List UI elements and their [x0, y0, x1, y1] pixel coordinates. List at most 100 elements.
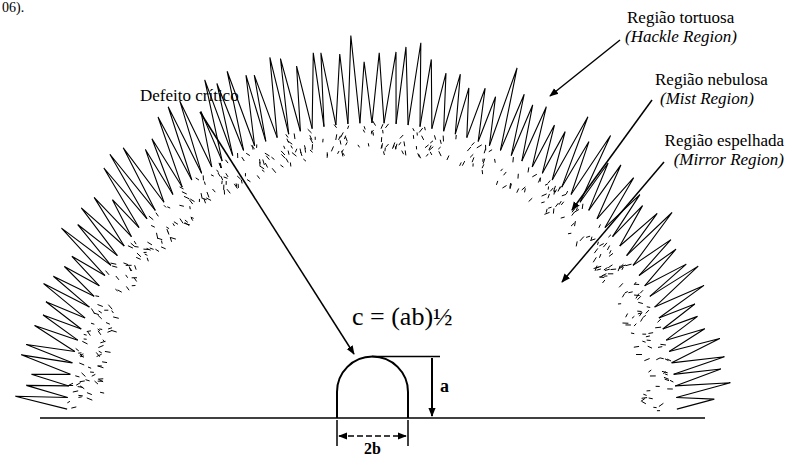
mist-mark [217, 170, 219, 173]
mist-mark [483, 159, 485, 164]
mist-mark [590, 239, 595, 241]
mist-mark [622, 293, 624, 297]
mist-mark [105, 351, 111, 353]
hackle-spike [26, 385, 69, 397]
hackle-spike [21, 355, 72, 375]
hackle-spike [620, 213, 657, 255]
region-label: (Mist Region) [660, 89, 754, 109]
mist-mark [399, 142, 401, 145]
mist-mark [134, 241, 136, 244]
mist-mark [386, 144, 389, 147]
mist-mark [642, 341, 645, 342]
mist-mark [310, 150, 313, 152]
mist-mark [294, 133, 296, 139]
mist-mark [312, 144, 313, 150]
flaw-label: Defeito crítico [140, 86, 239, 106]
hackle-spike [104, 168, 147, 228]
mist-mark [180, 219, 183, 224]
mist-mark [301, 152, 302, 156]
mist-mark [348, 126, 349, 129]
mist-mark [405, 150, 407, 155]
mist-mark [628, 291, 632, 293]
hackle-spike [227, 71, 254, 150]
hackle-spike [396, 47, 408, 125]
mist-mark [111, 263, 117, 264]
mist-mark [648, 346, 652, 348]
mist-mark [88, 332, 91, 336]
mist-mark [561, 202, 563, 205]
hackle-spike [297, 66, 313, 131]
mist-mark [555, 189, 556, 192]
mist-mark [246, 153, 250, 155]
mist-mark [472, 163, 473, 166]
mist-mark [161, 241, 163, 244]
mist-mark [86, 380, 90, 381]
mist-mark [259, 159, 261, 163]
mist-mark [422, 136, 424, 140]
hackle-spike [432, 73, 446, 131]
mist-mark [634, 295, 640, 297]
mist-mark [225, 160, 228, 163]
mist-mark [649, 398, 653, 400]
mist-mark [593, 257, 596, 262]
region-label: Região tortuosa [627, 8, 734, 28]
mist-mark [245, 173, 246, 176]
hackle-spike [348, 36, 360, 124]
mist-mark [241, 180, 243, 184]
hackle-spike [360, 62, 372, 123]
mist-mark [99, 380, 103, 382]
mist-mark [647, 390, 651, 391]
mist-mark [82, 373, 86, 377]
mist-mark [132, 277, 137, 278]
mist-mark [626, 264, 632, 266]
mist-mark [112, 311, 114, 313]
mist-mark [632, 316, 634, 318]
mist-mark [509, 183, 511, 188]
mist-mark [238, 184, 239, 188]
mist-mark [131, 243, 135, 246]
mist-mark [164, 205, 166, 207]
hackle-spike [663, 316, 698, 340]
mist-mark [385, 124, 388, 128]
mist-mark [634, 346, 639, 348]
mist-mark [599, 254, 601, 258]
dimension-a-arrow [431, 358, 433, 416]
mist-mark [541, 201, 544, 203]
mist-mark [582, 204, 584, 209]
mist-mark [184, 196, 189, 198]
mist-mark [78, 352, 81, 353]
mist-mark [460, 162, 462, 165]
mist-mark [291, 146, 293, 149]
mist-mark [221, 181, 222, 184]
mist-mark [204, 182, 206, 185]
mist-mark [223, 185, 224, 190]
mist-mark [263, 159, 265, 164]
mist-mark [576, 241, 577, 246]
mist-mark [196, 178, 199, 180]
mist-mark [179, 205, 183, 206]
mist-mark [636, 294, 639, 299]
mist-mark [111, 330, 117, 332]
mist-mark [271, 157, 274, 159]
mist-mark [191, 218, 193, 221]
mist-mark [75, 376, 79, 377]
mist-mark [542, 194, 547, 196]
mist-mark [288, 141, 292, 144]
mist-mark [104, 310, 108, 311]
mist-mark [670, 380, 673, 382]
mist-mark [419, 154, 421, 158]
mist-mark [108, 328, 112, 329]
mist-mark [92, 374, 96, 376]
mist-mark [494, 159, 496, 163]
mist-mark [147, 242, 152, 245]
mist-mark [252, 145, 253, 149]
mist-mark [98, 366, 103, 368]
mist-mark [343, 153, 345, 156]
mist-mark [553, 208, 555, 213]
mist-mark [608, 273, 613, 274]
mist-mark [597, 269, 601, 270]
mist-mark [634, 324, 636, 326]
mist-mark [572, 212, 575, 216]
mist-mark [284, 146, 285, 149]
mist-mark [118, 290, 122, 292]
